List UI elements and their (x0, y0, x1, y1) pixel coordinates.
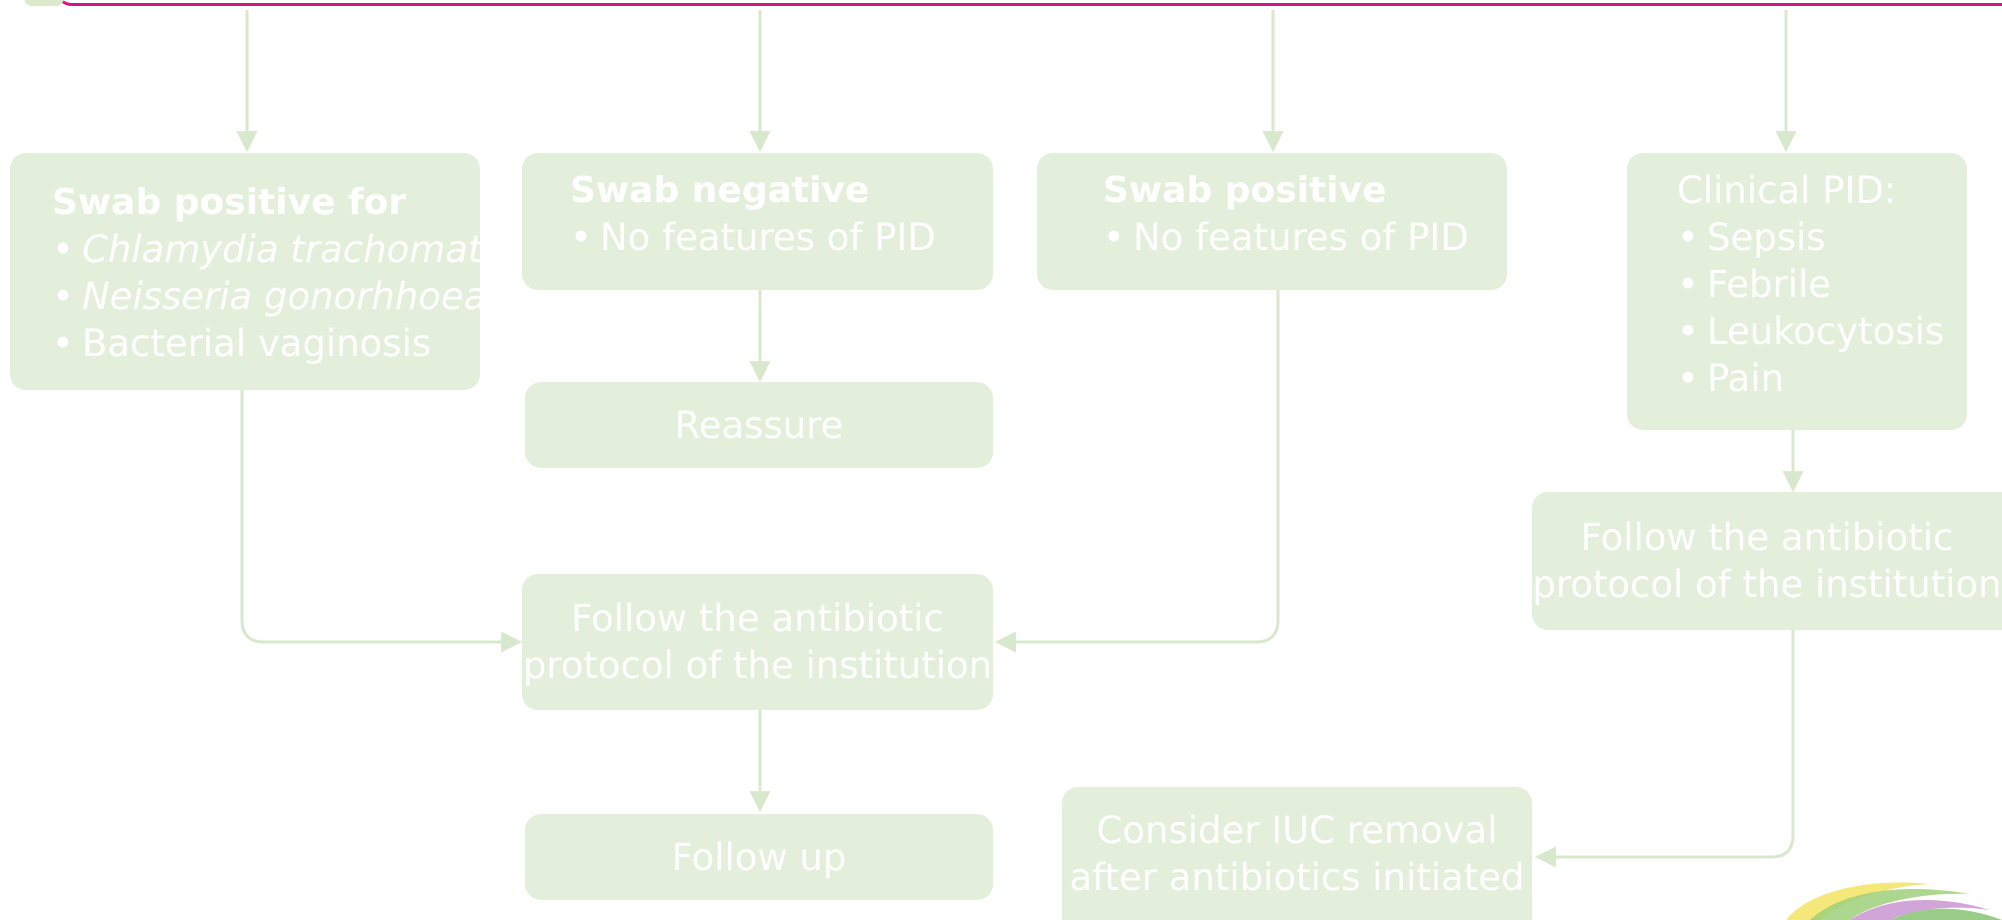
item-label: No features of PID (600, 216, 936, 259)
antibiotic-protocol-center-text: Follow the antibiotic protocol of the in… (523, 595, 992, 689)
antibiotic-protocol-center-box: Follow the antibiotic protocol of the in… (522, 574, 993, 710)
clinical-pid-box: Clinical PID: •Sepsis •Febrile •Leukocyt… (1627, 153, 1967, 430)
bullet: • (1677, 263, 1699, 306)
bullet: • (52, 322, 74, 365)
arrow-swab-positive-to-antibiotic (994, 290, 1280, 653)
item-label: Sepsis (1707, 216, 1826, 259)
list-item: •Sepsis (1677, 214, 1967, 261)
bullet: • (1677, 357, 1699, 400)
item-label: Pain (1707, 357, 1785, 400)
antibiotic-line-2: protocol of the institution (522, 644, 993, 687)
list-item: •Neisseria gonorhhoea (52, 273, 486, 320)
list-item: •Febrile (1677, 261, 1967, 308)
bullet: • (570, 216, 592, 259)
follow-up-label: Follow up (671, 835, 847, 879)
reassure-box: Reassure (525, 382, 993, 468)
item-label: Bacterial vaginosis (82, 322, 432, 365)
bullet: • (1677, 216, 1699, 259)
list-item: •No features of PID (570, 214, 993, 261)
iuc-line-2: after antibiotics initiated (1069, 855, 1525, 899)
swab-negative-title: Swab negative (570, 170, 870, 211)
consider-iuc-removal-box: Consider IUC removal after antibiotics i… (1062, 787, 1532, 920)
antibiotic-protocol-right-box: Follow the antibiotic protocol of the in… (1532, 492, 2002, 630)
bullet: • (52, 228, 74, 271)
antibiotic-line-2: protocol of the institution (1532, 563, 2002, 606)
item-label: Chlamydia trachomatis (82, 228, 512, 271)
item-label: No features of PID (1133, 216, 1469, 259)
top-left-tab (24, 0, 64, 6)
list-item: •Pain (1677, 355, 1967, 402)
bullet: • (1677, 310, 1699, 353)
iuc-line-1: Consider IUC removal (1096, 808, 1498, 852)
reassure-label: Reassure (674, 403, 844, 447)
list-item: •Leukocytosis (1677, 308, 1967, 355)
clinical-pid-title: Clinical PID: (1677, 169, 1897, 212)
top-container-border (54, 0, 2002, 6)
follow-up-box: Follow up (525, 814, 993, 900)
item-label: Febrile (1707, 263, 1832, 306)
swab-negative-box: Swab negative •No features of PID (522, 153, 993, 290)
antibiotic-line-1: Follow the antibiotic (571, 597, 944, 640)
antibiotic-protocol-right-text: Follow the antibiotic protocol of the in… (1532, 514, 2001, 608)
swab-positive-for-title: Swab positive for (52, 182, 407, 223)
bullet: • (1103, 216, 1125, 259)
antibiotic-line-1: Follow the antibiotic (1580, 516, 1954, 559)
colorful-swoosh-logo-icon (1786, 882, 2002, 920)
bullet: • (52, 275, 74, 318)
item-label: Neisseria gonorhhoea (82, 275, 487, 318)
swab-positive-for-box: Swab positive for •Chlamydia trachomatis… (10, 153, 512, 390)
list-item: •No features of PID (1103, 214, 1507, 261)
swab-positive-title: Swab positive (1103, 170, 1387, 211)
arrow-antibiotic-right-to-consider-iuc (1534, 630, 1795, 868)
swab-positive-box: Swab positive •No features of PID (1037, 153, 1507, 290)
consider-iuc-removal-text: Consider IUC removal after antibiotics i… (1069, 807, 1524, 901)
list-item: •Bacterial vaginosis (52, 320, 480, 367)
arrow-swab-positive-for-to-antibiotic (240, 390, 523, 653)
list-item: •Chlamydia trachomatis (52, 226, 512, 273)
item-label: Leukocytosis (1707, 310, 1945, 353)
